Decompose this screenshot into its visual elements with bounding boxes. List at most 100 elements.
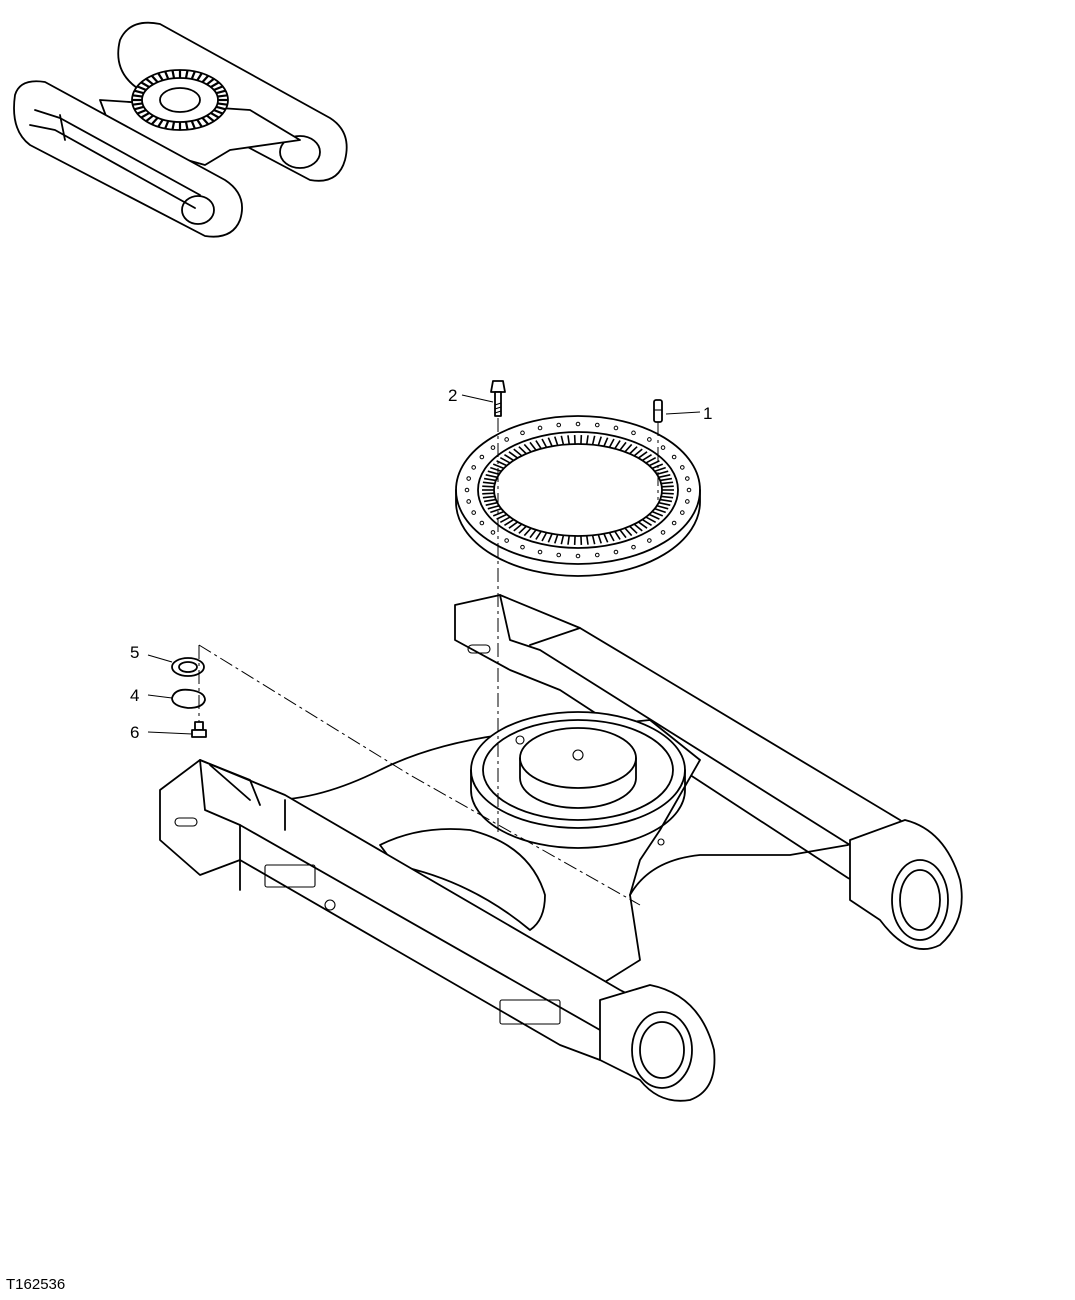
assembly-lines [198, 418, 659, 906]
gear-tooth [597, 436, 602, 446]
bolt-hole [537, 425, 543, 431]
gear-tooth [614, 530, 621, 540]
gear-tooth [654, 466, 666, 473]
gear-tooth [184, 70, 189, 79]
bolt-hole [479, 520, 485, 526]
gear-tooth [136, 108, 147, 115]
gear-tooth [629, 446, 638, 455]
gear-tooth [134, 89, 145, 95]
swing-bearing [455, 415, 701, 577]
gear-tooth [482, 485, 495, 488]
gear-tooth [171, 121, 176, 130]
gear-tooth [518, 525, 527, 534]
bolt-hole [504, 538, 509, 543]
gear-tooth [164, 120, 170, 129]
gear-tooth [482, 481, 495, 485]
gear-tooth [499, 456, 511, 464]
gear-tooth [132, 102, 143, 106]
cap-screw-6 [191, 721, 207, 738]
gear-tooth [210, 111, 220, 119]
callout-5: 5 [130, 643, 139, 662]
bolt-hole [556, 422, 562, 428]
gear-tooth [648, 513, 660, 520]
bolt-hole [631, 544, 636, 550]
gear-tooth [633, 523, 643, 532]
bolt-hole [680, 510, 685, 515]
bolt-hole [575, 553, 581, 559]
gear-tooth [190, 120, 196, 129]
gear-tooth [201, 74, 210, 83]
gear-tooth [648, 460, 660, 467]
gear-tooth [513, 523, 523, 532]
gear-tooth [213, 108, 224, 115]
gear-tooth [660, 498, 673, 503]
callout-2: 2 [448, 386, 457, 405]
gear-tooth [656, 470, 669, 476]
gear-tooth [641, 453, 652, 462]
bolt-2 [490, 380, 506, 417]
gear-tooth [535, 530, 542, 540]
gear-tooth [190, 71, 196, 80]
gear-tooth [651, 510, 664, 517]
gear-tooth [633, 448, 643, 457]
gear-tooth [217, 94, 228, 98]
gear-tooth [213, 85, 224, 92]
gear-tooth [206, 77, 215, 86]
gear-tooth [661, 485, 674, 488]
gear-tooth [487, 470, 500, 476]
gear-tooth [145, 114, 154, 123]
pin-1 [653, 399, 663, 423]
gear-tooth [485, 501, 498, 506]
gear-tooth [608, 438, 615, 448]
gear-tooth [140, 111, 150, 119]
gear-tooth [619, 441, 627, 451]
gear-tooth [591, 535, 596, 545]
gear-tooth [145, 77, 154, 86]
bolt-hole [631, 430, 636, 436]
gear-tooth [629, 525, 638, 534]
bolt-hole [537, 549, 543, 555]
callout-1: 1 [703, 404, 712, 423]
gear-tooth [132, 94, 143, 98]
gear-tooth [591, 435, 596, 445]
gear-tooth [518, 446, 527, 455]
gear-tooth [661, 495, 674, 499]
gear-tooth [603, 533, 609, 543]
callouts: 1 2 5 4 6 [130, 386, 712, 742]
gear-tooth [483, 477, 496, 482]
gear-tooth [645, 516, 657, 524]
bolt-hole [466, 499, 471, 504]
gear-tooth [554, 436, 559, 446]
bolt-hole [671, 520, 677, 526]
bolt-hole [613, 549, 619, 555]
gear-tooth [645, 456, 657, 464]
gear-tooth [487, 504, 500, 510]
gear-tooth [134, 105, 145, 111]
gear-tooth [560, 435, 565, 445]
gear-tooth [215, 89, 226, 95]
cover-4 [171, 688, 206, 709]
gear-tooth [541, 438, 548, 448]
gear-tooth [567, 435, 571, 445]
bolt-hole [520, 430, 525, 436]
callout-4: 4 [130, 686, 139, 705]
gear-tooth [157, 72, 164, 81]
gear-tooth [619, 529, 627, 539]
bolt-hole [490, 530, 496, 535]
gear-tooth [651, 463, 664, 470]
gear-tooth [499, 516, 511, 524]
bolt-hole [647, 538, 652, 543]
bolt-hole [660, 445, 666, 450]
track-frame [159, 594, 963, 1102]
bolt-hole [685, 476, 690, 481]
gear-tooth [547, 533, 553, 543]
gear-tooth [523, 527, 532, 537]
gear-tooth [482, 492, 495, 495]
gear-tooth [201, 117, 210, 126]
gear-tooth [547, 437, 553, 447]
gear-tooth [624, 527, 633, 537]
gear-tooth [140, 81, 150, 89]
gear-tooth [597, 534, 602, 544]
bolt-hole [613, 425, 619, 431]
gear-tooth [656, 504, 669, 510]
